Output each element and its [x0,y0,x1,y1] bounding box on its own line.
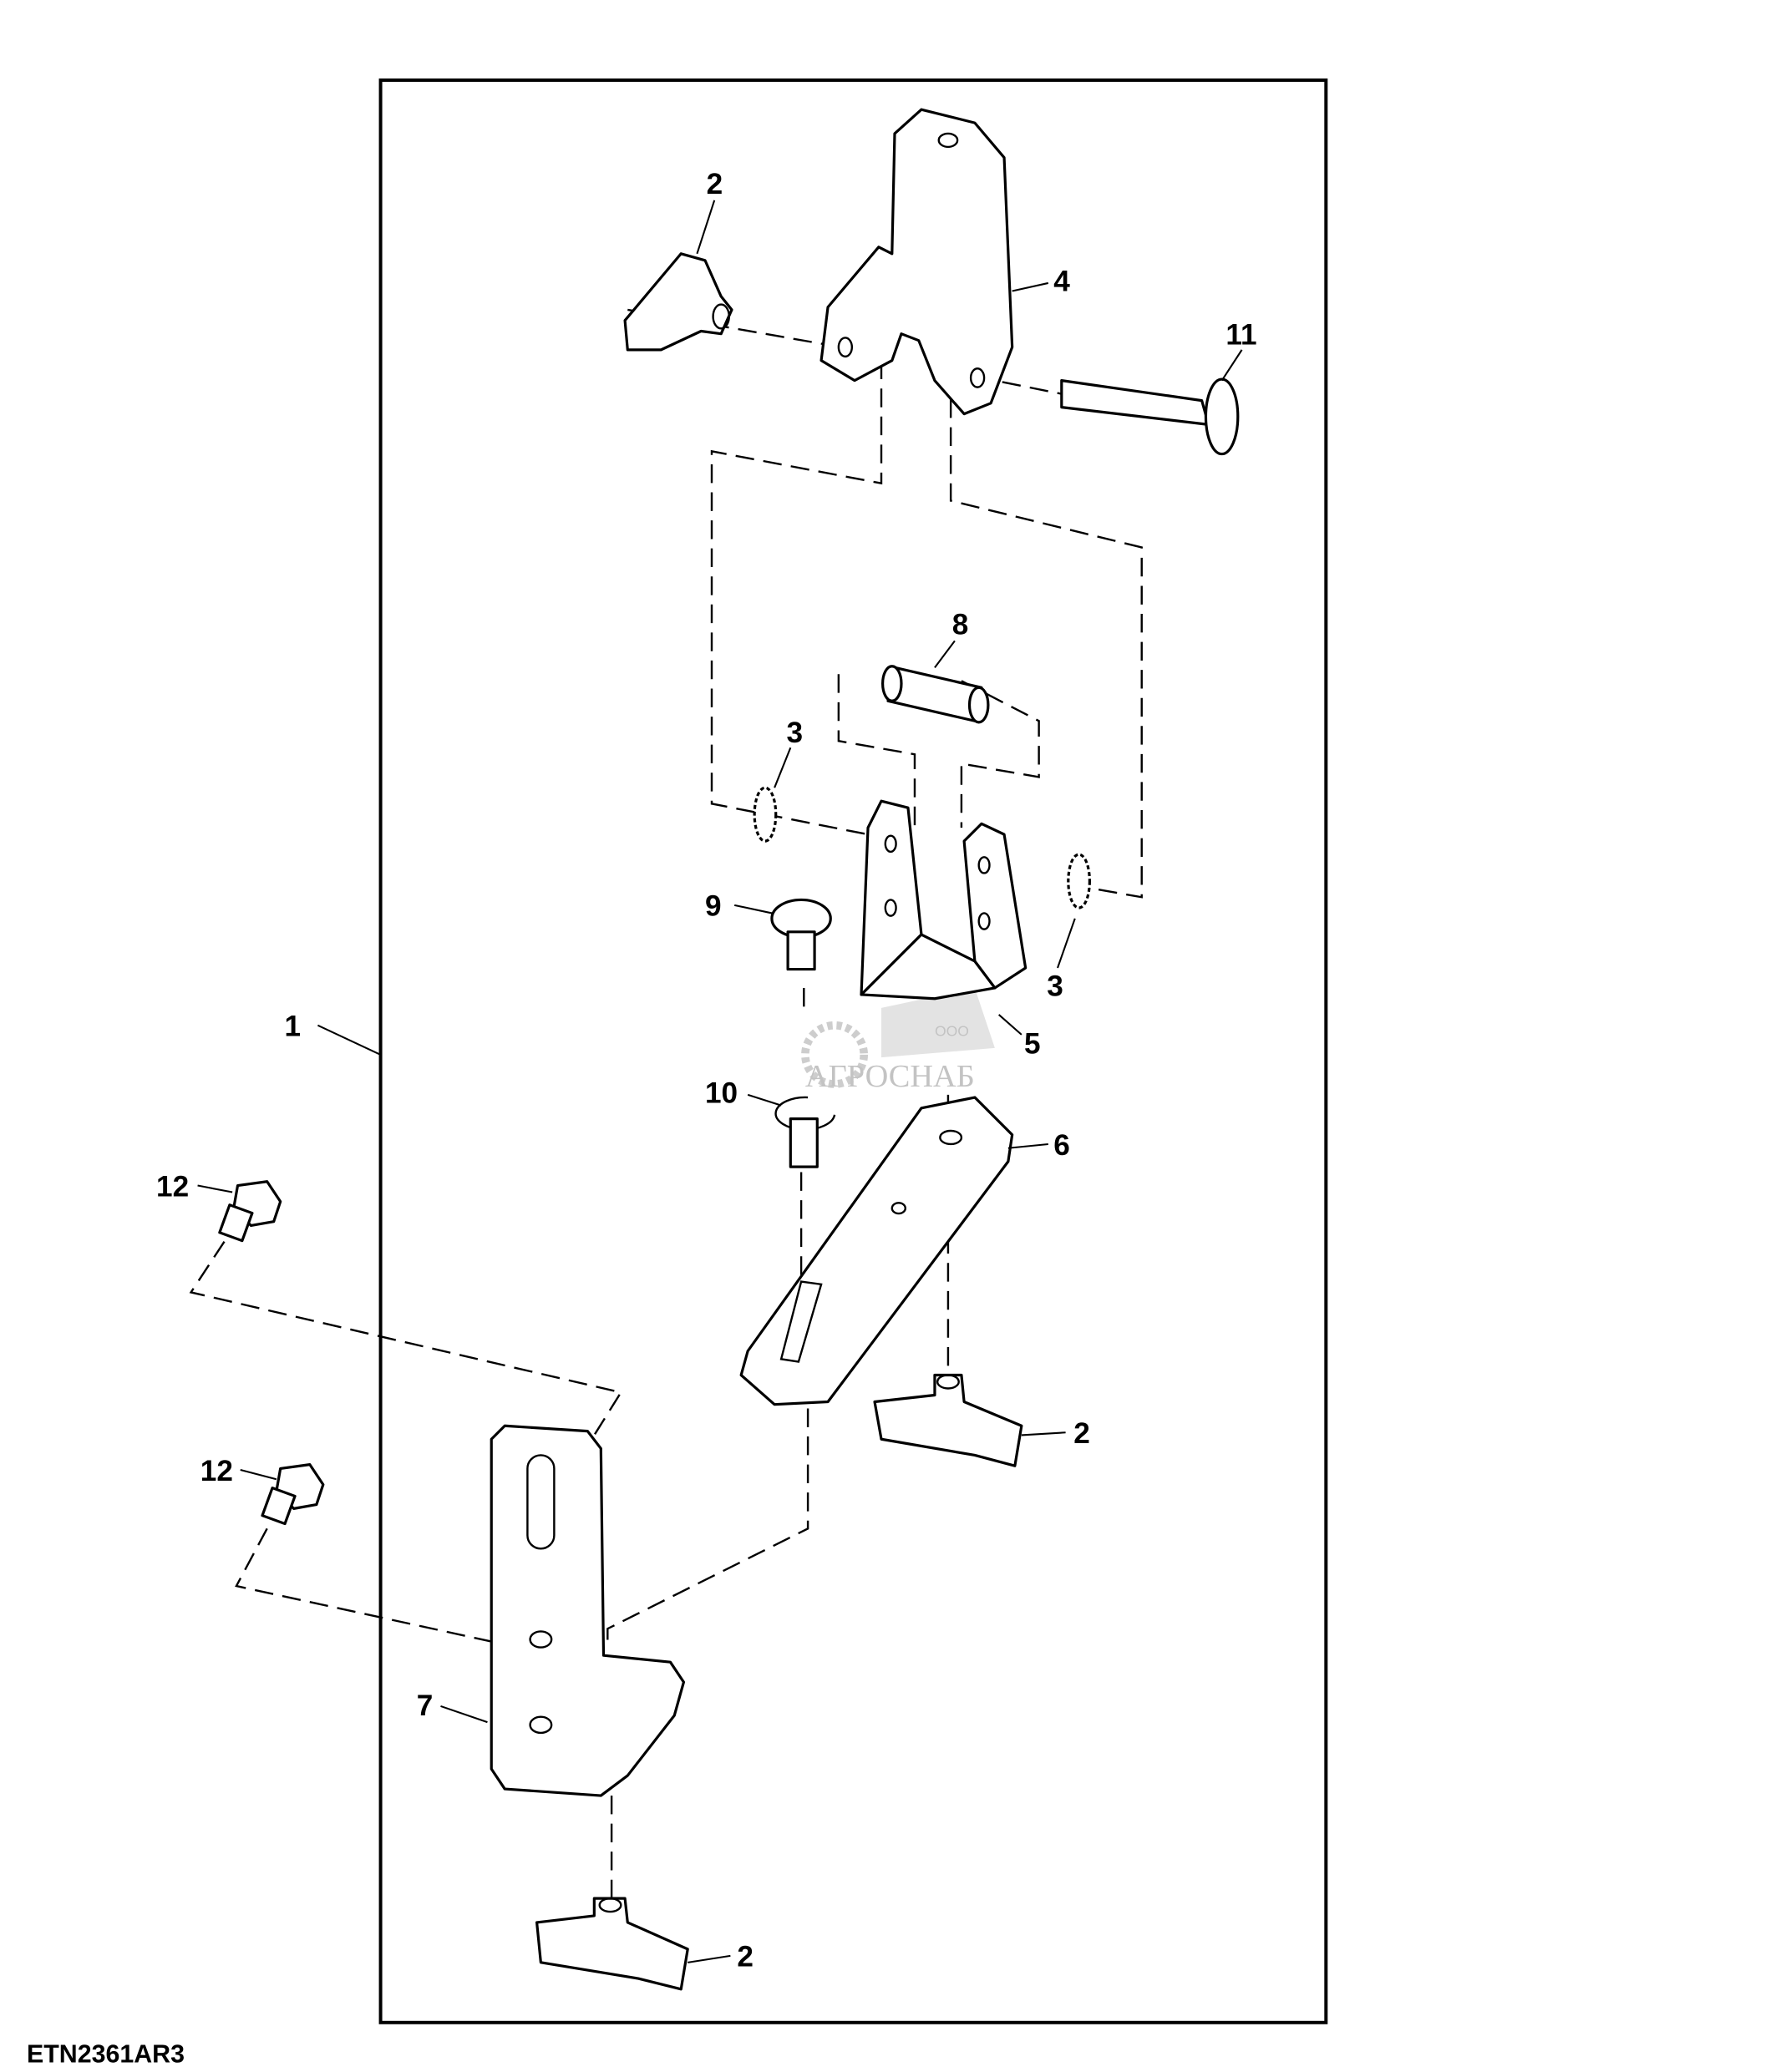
part-2-knob-top [623,252,733,352]
part-2-knob-middle [873,1373,1023,1467]
callout-1: 1 [284,1011,301,1043]
callout-6: 6 [1053,1129,1070,1162]
watermark-logo: ООО АГРОСНАБ [801,987,995,1094]
part-9-pin [770,898,832,971]
part-12-bolt-lower [261,1463,325,1526]
callout-12: 12 [200,1455,233,1487]
callout-7: 7 [417,1690,434,1722]
part-3-washer-right [1067,853,1091,909]
assembly-frame [378,78,1328,2024]
part-2-knob-bottom [535,1897,689,1991]
callout-12: 12 [156,1170,189,1203]
callout-4: 4 [1053,266,1070,298]
callout-10: 10 [705,1077,738,1109]
callout-11: 11 [1225,318,1256,351]
callout-3: 3 [787,717,804,749]
callout-8: 8 [952,608,969,641]
part-5-clevis [860,799,1028,1001]
callout-2: 2 [1073,1417,1090,1450]
callout-3: 3 [1047,970,1063,1003]
part-4-bracket [819,108,1014,416]
part-3-washer-left [753,786,778,843]
callout-5: 5 [1024,1027,1041,1060]
part-12-bolt-upper [218,1180,282,1243]
diagram-code: ETN2361AR3 [27,2041,185,2069]
part-11-pin [1060,377,1240,456]
callout-2: 2 [707,168,723,200]
callout-9: 9 [705,890,722,923]
watermark-name: АГРОСНАБ [805,1059,975,1094]
assembly-lines [189,308,1143,1902]
leader-lines [197,200,1243,1963]
part-8-spacer [881,665,990,724]
callout-2: 2 [737,1941,754,1973]
part-6-arm [739,1096,1014,1406]
watermark-prefix: ООО [935,1023,969,1040]
part-7-angle-bracket [490,1424,686,1797]
part-10-pin [774,1096,836,1168]
